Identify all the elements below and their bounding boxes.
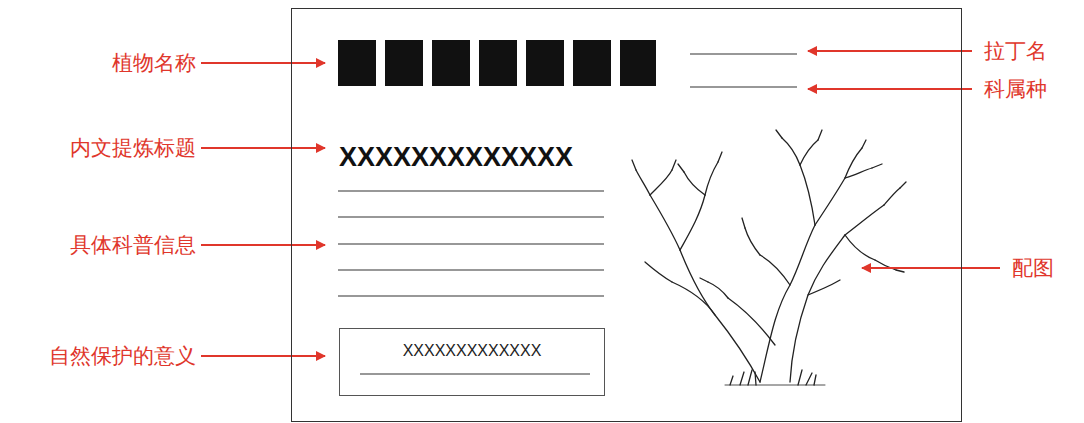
conservation-text: XXXXXXXXXXXXX	[403, 341, 542, 360]
callout-label: 植物名称	[112, 53, 196, 74]
summary-title: XXXXXXXXXXXXX	[339, 141, 573, 173]
callout-label: 科属种	[984, 79, 1047, 100]
callout-label: 具体科普信息	[70, 235, 196, 256]
name-blocks	[338, 40, 656, 86]
callout-label: 自然保护的意义	[49, 346, 196, 367]
sign-card: XXXXXXXXXXXXX XXXXXXXXXXXXX	[291, 8, 962, 422]
callout-label: 配图	[1012, 258, 1054, 279]
leader-arrows	[201, 51, 1000, 356]
callout-label: 内文提炼标题	[70, 138, 196, 159]
tree-illustration	[632, 130, 906, 385]
placeholder-lines	[338, 54, 797, 374]
conservation-box: XXXXXXXXXXXXX	[339, 328, 605, 396]
callout-label: 拉丁名	[984, 41, 1047, 62]
